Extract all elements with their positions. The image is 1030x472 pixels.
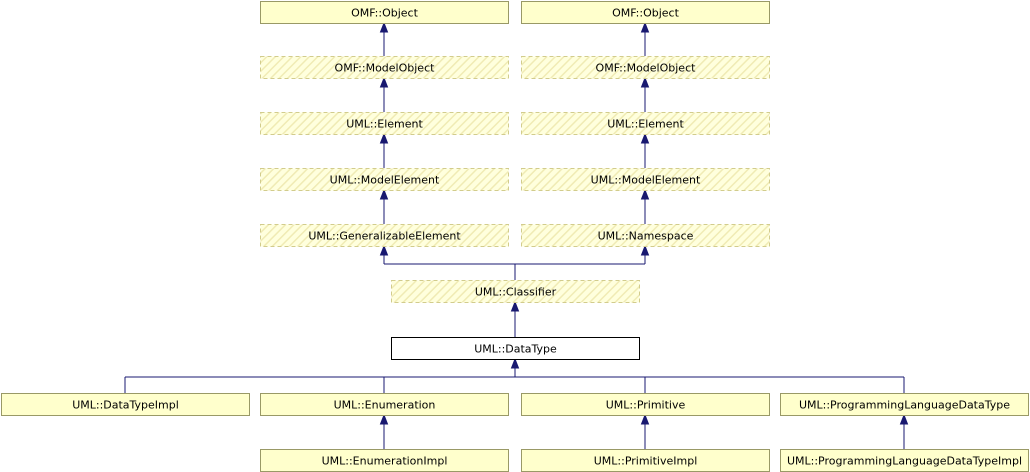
- node-box: [521, 168, 770, 191]
- node-uml-datatype[interactable]: UML::DataType: [391, 337, 640, 360]
- node-uml-enumerationimpl[interactable]: UML::EnumerationImpl: [260, 449, 509, 472]
- node-uml-element-1[interactable]: UML::Element: [260, 112, 509, 135]
- node-label: UML::Enumeration: [334, 399, 436, 412]
- node-label: UML::DataType: [474, 343, 557, 356]
- node-box: [260, 393, 509, 416]
- node-uml-element-2[interactable]: UML::Element: [521, 112, 770, 135]
- arrowhead: [640, 76, 650, 88]
- edge-to-omf-object-1: [379, 21, 389, 56]
- edge-to-omf-modelobject-1: [379, 76, 389, 112]
- node-label: UML::ProgrammingLanguageDataType: [799, 399, 1010, 412]
- node-box: [521, 1, 770, 24]
- arrowhead: [640, 244, 650, 256]
- node-uml-classifier[interactable]: UML::Classifier: [391, 280, 640, 303]
- node-box: [260, 56, 509, 79]
- node-label: UML::ModelElement: [591, 174, 701, 187]
- arrowhead: [379, 244, 389, 256]
- node-uml-namespace[interactable]: UML::Namespace: [521, 224, 770, 247]
- arrowhead: [640, 413, 650, 425]
- edge-to-uml-enumeration: [379, 413, 389, 449]
- node-box: [260, 168, 509, 191]
- edge-to-uml-modelelement-2: [640, 188, 650, 224]
- edge-to-uml-programminglanguagedatatype: [899, 413, 909, 449]
- edge-to-uml-element-1: [379, 132, 389, 168]
- edge-uml-classifier-multi: [379, 244, 650, 280]
- edge-to-omf-object-2: [640, 21, 650, 56]
- node-label: OMF::ModelObject: [596, 62, 697, 75]
- arrowhead: [379, 413, 389, 425]
- node-uml-enumeration[interactable]: UML::Enumeration: [260, 393, 509, 416]
- node-uml-modelelement-2[interactable]: UML::ModelElement: [521, 168, 770, 191]
- node-omf-modelobject-2[interactable]: OMF::ModelObject: [521, 56, 770, 79]
- arrowhead: [640, 188, 650, 200]
- node-label: OMF::Object: [612, 7, 680, 20]
- arrowhead: [510, 300, 520, 312]
- node-omf-modelobject-1[interactable]: OMF::ModelObject: [260, 56, 509, 79]
- edge-to-uml-modelelement-1: [379, 188, 389, 224]
- arrowhead: [379, 132, 389, 144]
- node-box: [391, 280, 640, 303]
- node-box: [521, 112, 770, 135]
- arrowhead: [899, 413, 909, 425]
- arrowhead: [640, 132, 650, 144]
- node-uml-programminglanguagedatatypeimpl[interactable]: UML::ProgrammingLanguageDataTypeImpl: [780, 449, 1029, 472]
- node-box: [521, 224, 770, 247]
- node-uml-generalizableelement[interactable]: UML::GeneralizableElement: [260, 224, 509, 247]
- node-uml-programminglanguagedatatype[interactable]: UML::ProgrammingLanguageDataType: [780, 393, 1029, 416]
- edge-to-uml-primitive: [640, 413, 650, 449]
- node-uml-primitive[interactable]: UML::Primitive: [521, 393, 770, 416]
- edges-layer: [124, 21, 909, 449]
- node-box: [260, 112, 509, 135]
- node-label: UML::EnumerationImpl: [322, 455, 448, 468]
- node-uml-primitiveimpl[interactable]: UML::PrimitiveImpl: [521, 449, 770, 472]
- node-box: [521, 56, 770, 79]
- node-label: OMF::Object: [351, 7, 419, 20]
- arrowhead: [379, 21, 389, 33]
- node-label: OMF::ModelObject: [335, 62, 436, 75]
- node-label: UML::DataTypeImpl: [72, 399, 179, 412]
- node-box: [260, 224, 509, 247]
- edge-to-uml-classifier: [510, 300, 520, 337]
- node-label: UML::Element: [346, 118, 423, 131]
- edge-to-omf-modelobject-2: [640, 76, 650, 112]
- arrowhead: [379, 76, 389, 88]
- node-label: UML::PrimitiveImpl: [594, 455, 698, 468]
- node-box: [260, 1, 509, 24]
- arrowhead: [510, 357, 520, 369]
- node-label: UML::Primitive: [606, 399, 686, 412]
- arrowhead: [640, 21, 650, 33]
- node-label: UML::ProgrammingLanguageDataTypeImpl: [787, 455, 1022, 468]
- node-uml-modelelement-1[interactable]: UML::ModelElement: [260, 168, 509, 191]
- arrowhead: [379, 188, 389, 200]
- edge-to-uml-datatype: [124, 357, 905, 393]
- node-label: UML::Element: [607, 118, 684, 131]
- node-box: [1, 393, 250, 416]
- edge-to-uml-element-2: [640, 132, 650, 168]
- node-box: [391, 337, 640, 360]
- node-label: UML::Namespace: [598, 230, 694, 243]
- node-omf-object-2[interactable]: OMF::Object: [521, 1, 770, 24]
- node-uml-datatypeimpl[interactable]: UML::DataTypeImpl: [1, 393, 250, 416]
- node-box: [780, 393, 1029, 416]
- node-box: [521, 393, 770, 416]
- node-label: UML::Classifier: [475, 286, 557, 299]
- node-label: UML::ModelElement: [330, 174, 440, 187]
- node-label: UML::GeneralizableElement: [308, 230, 461, 243]
- node-omf-object-1[interactable]: OMF::Object: [260, 1, 509, 24]
